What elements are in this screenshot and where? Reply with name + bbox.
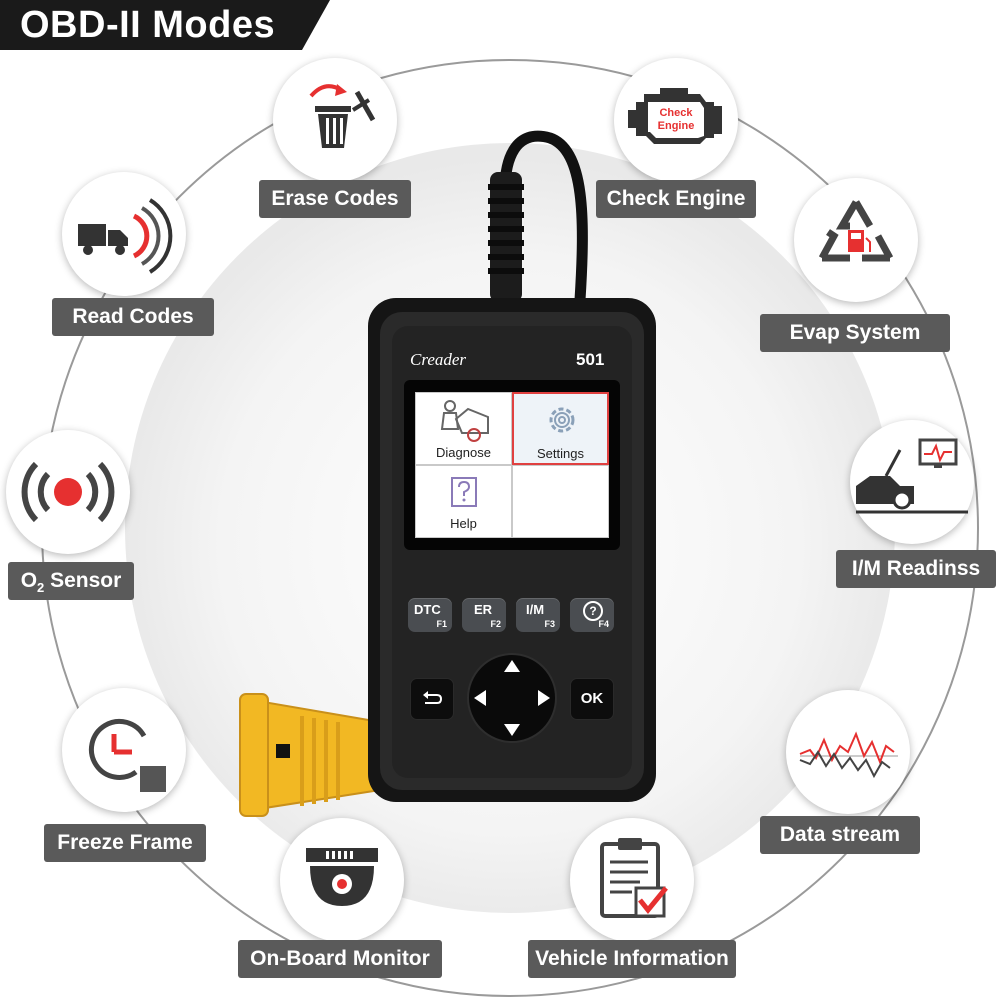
gear-icon (549, 407, 575, 433)
trash-icon (273, 58, 397, 182)
read-codes-label: Read Codes (52, 298, 214, 336)
er-key-label: ER (474, 602, 493, 617)
tile-settings[interactable]: Settings (512, 392, 609, 465)
sensor-icon (6, 430, 130, 554)
dtc-f1-key[interactable]: DTC F1 (408, 598, 452, 632)
f4-key-sub: F4 (598, 619, 609, 629)
dpad-left-button[interactable] (470, 684, 492, 712)
line-graph-icon (786, 690, 910, 814)
mechanic-icon (440, 400, 489, 442)
tile-diagnose[interactable]: Diagnose (415, 392, 512, 465)
o2-sensor-label-rest: Sensor (44, 569, 122, 592)
o2-sensor-label-sub: 2 (37, 580, 45, 596)
help-f4-key[interactable]: ? F4 (570, 598, 614, 632)
page-title: OBD-II Modes (20, 4, 276, 46)
camera-dome-icon (280, 818, 404, 942)
clock-icon (62, 688, 186, 812)
device-brand: Creader (410, 350, 467, 369)
ok-button[interactable]: OK (570, 678, 614, 720)
help-icon (451, 477, 477, 507)
title-banner (0, 0, 330, 50)
im-key-label: I/M (526, 602, 545, 617)
car-monitor-icon (850, 420, 974, 544)
check-engine-icon-text1: Check (659, 107, 693, 119)
clipboard-check-icon (570, 818, 694, 942)
tile-diagnose-label: Diagnose (436, 445, 491, 460)
vehicle-information-label: Vehicle Information (528, 940, 736, 978)
dpad-up-button[interactable] (498, 656, 526, 678)
device-screen: Diagnose Settings Help (415, 392, 609, 538)
erase-codes-label: Erase Codes (259, 180, 411, 218)
freeze-frame-label: Freeze Frame (44, 824, 206, 862)
recycle-fuel-icon (794, 178, 918, 302)
back-arrow-icon (423, 691, 443, 704)
im-f3-key[interactable]: I/M F3 (516, 598, 560, 632)
data-stream-label: Data stream (760, 816, 920, 854)
o2-sensor-label-main: O (20, 569, 38, 592)
engine-icon: Check Engine (614, 58, 738, 182)
o2-sensor-label: O2 Sensor (8, 562, 134, 600)
check-engine-label: Check Engine (596, 180, 756, 218)
back-button[interactable] (410, 678, 454, 720)
dpad-right-button[interactable] (532, 684, 554, 712)
truck-icon (62, 172, 186, 296)
help-key-label: ? (583, 601, 603, 621)
tile-empty (512, 465, 609, 538)
f2-key-sub: F2 (490, 619, 501, 629)
dtc-key-label: DTC (414, 602, 441, 617)
check-engine-icon-text2: Engine (658, 120, 695, 132)
onboard-monitor-label: On-Board Monitor (238, 940, 442, 978)
device-model: 501 (576, 350, 605, 369)
dpad-down-button[interactable] (498, 718, 526, 740)
im-readiness-label: I/M Readinss (836, 550, 996, 588)
f1-key-sub: F1 (436, 619, 447, 629)
tile-help-label: Help (450, 516, 477, 531)
tile-help[interactable]: Help (415, 465, 512, 538)
er-f2-key[interactable]: ER F2 (462, 598, 506, 632)
f3-key-sub: F3 (544, 619, 555, 629)
evap-system-label: Evap System (760, 314, 950, 352)
tile-settings-label: Settings (537, 446, 584, 461)
